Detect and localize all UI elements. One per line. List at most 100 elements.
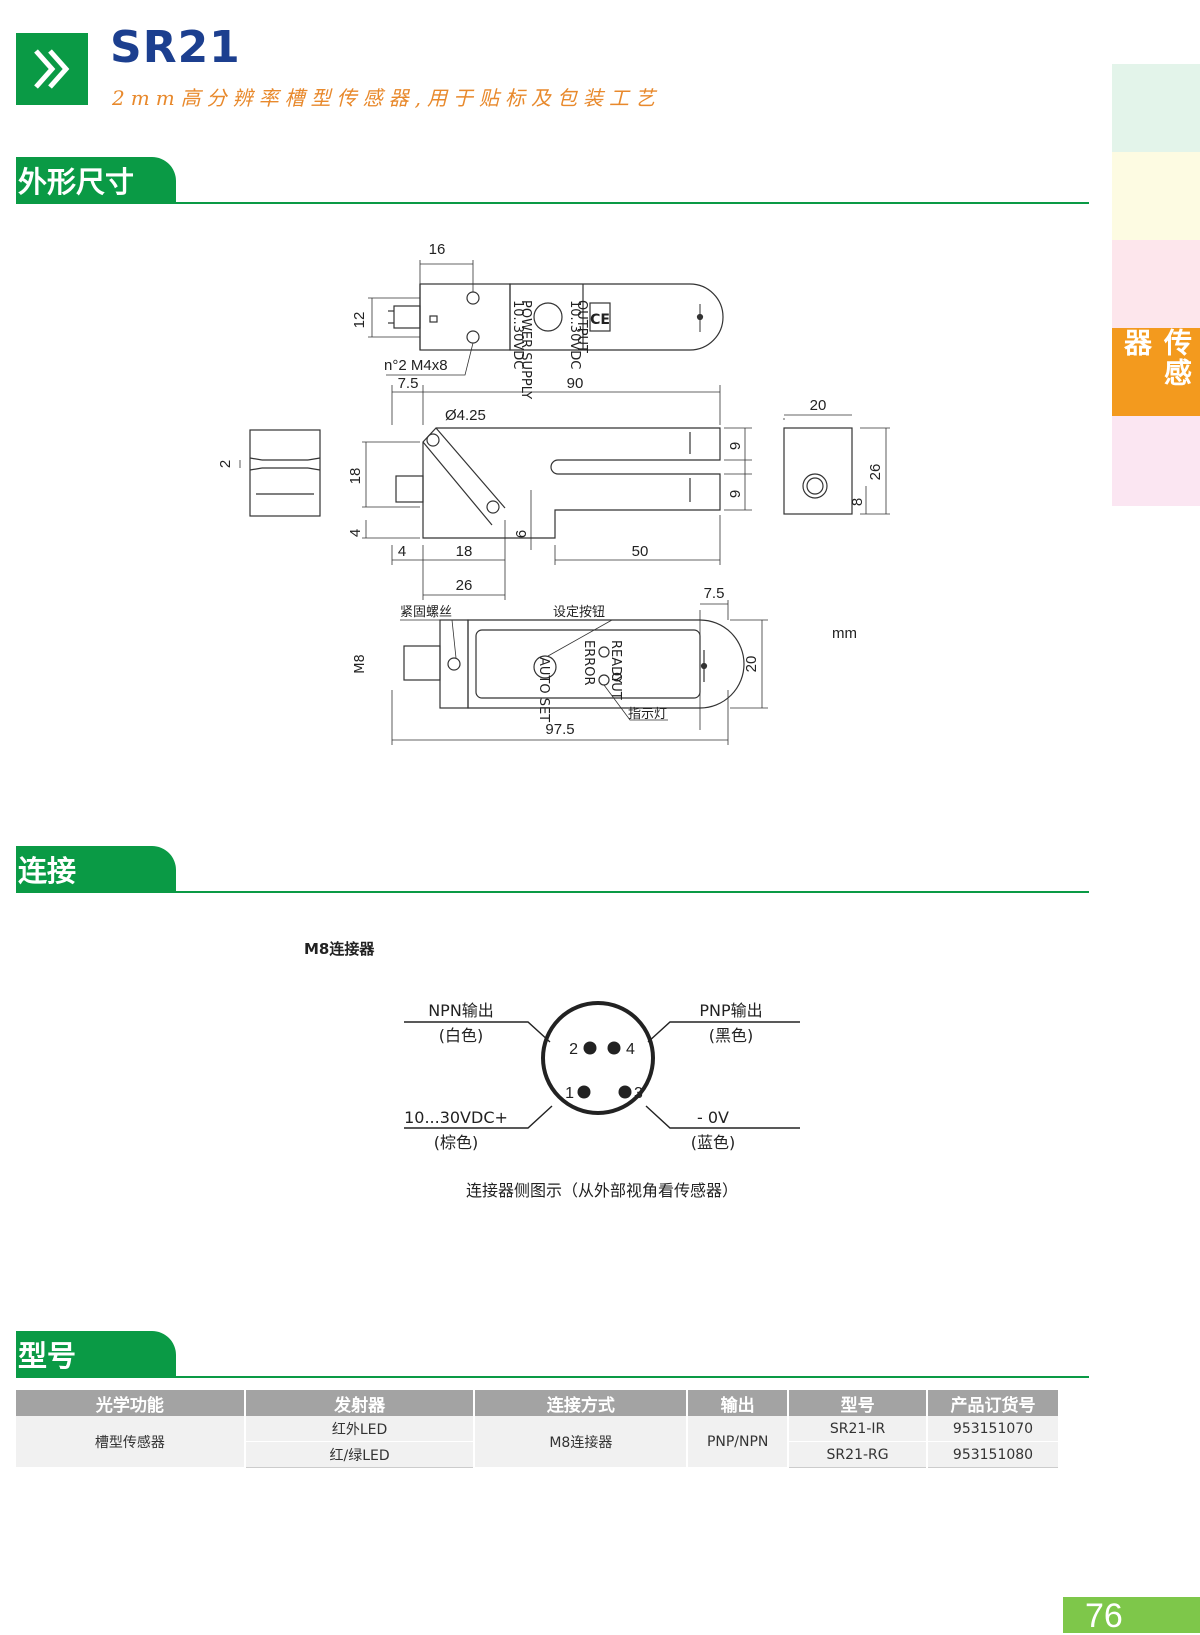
dim-97-5: 97.5 — [545, 721, 574, 738]
section-divider — [16, 1376, 1089, 1378]
side-view — [783, 427, 853, 515]
pin-4-dot — [607, 1041, 621, 1055]
connector-outline — [541, 1001, 655, 1115]
cell-model: SR21-IR — [788, 1416, 929, 1442]
section-models-title: 型号 — [18, 1339, 77, 1373]
dim-90: 90 — [567, 375, 584, 392]
unit-label: mm — [832, 625, 857, 642]
bottom-view-head — [439, 619, 469, 709]
dim-12: 12 — [351, 312, 368, 329]
label-button: 设定按钮 — [553, 605, 605, 620]
section-divider — [16, 891, 1089, 893]
side-view-connector — [802, 473, 828, 499]
double-chevron-icon — [34, 49, 70, 89]
dim-side-8: 8 — [849, 498, 866, 506]
dim-26: 26 — [456, 577, 473, 594]
side-tab-5[interactable] — [1112, 416, 1200, 506]
dim-thread: n°2 M4x8 — [384, 357, 448, 374]
dim-18h: 18 — [456, 543, 473, 560]
page-title: SR21 — [110, 22, 241, 73]
table-row: 红/绿LED SR21-RG 953151080 — [16, 1441, 1060, 1468]
dim-side-20: 20 — [810, 397, 827, 414]
pin-1-label: 1 — [565, 1085, 574, 1102]
dim-50: 50 — [632, 543, 649, 560]
zero-wire-color: (蓝色) — [691, 1133, 736, 1152]
dim-4h: 4 — [398, 543, 406, 560]
pnp-wire-color: (黑色) — [709, 1026, 754, 1045]
led-out — [598, 674, 610, 686]
label-m8: M8 — [353, 654, 368, 674]
col-header: 输出 — [687, 1390, 790, 1416]
label-ready: READY — [608, 640, 623, 683]
page-subtitle: 2mm高分辨率槽型传感器,用于贴标及包装工艺 — [112, 86, 662, 110]
top-view-body — [419, 283, 511, 351]
side-tab-2[interactable] — [1112, 152, 1200, 240]
front-view-connector — [395, 475, 424, 503]
section-dimensions-title: 外形尺寸 — [18, 165, 135, 199]
side-tab-1[interactable] — [1112, 64, 1200, 152]
col-header: 连接方式 — [474, 1390, 689, 1416]
pnp-output-label: PNP输出 — [699, 1001, 762, 1020]
pin-2-dot — [583, 1041, 597, 1055]
pin-3-dot — [618, 1085, 632, 1099]
col-header: 光学功能 — [16, 1390, 246, 1416]
dim-2: 2 — [217, 460, 234, 468]
label-out: OUT — [608, 672, 623, 700]
dim-hole: Ø4.25 — [445, 407, 486, 424]
label-output: OUTPUT — [574, 300, 589, 353]
dim-6: 6 — [513, 530, 530, 538]
col-header: 型号 — [788, 1390, 929, 1416]
table-row: 槽型传感器 红外LED M8连接器 PNP/NPN SR21-IR 953151… — [16, 1416, 1060, 1468]
front-view-upper-arm — [422, 427, 721, 462]
label-led: 指示灯 — [628, 707, 667, 722]
zero-volt-label: - 0V — [697, 1108, 729, 1127]
section-divider — [16, 202, 1089, 204]
screw-icon — [447, 657, 461, 671]
top-connector-face — [533, 302, 563, 332]
connector-diagram: M8连接器 2 4 1 3 NPN输出 (白色) PNP输出 (黑色) 10..… — [304, 940, 800, 1200]
dim-18v: 18 — [347, 468, 364, 485]
section-connection-tab: 连接 — [16, 846, 176, 892]
connector-title: M8连接器 — [304, 940, 375, 958]
dim-4v: 4 — [347, 529, 364, 537]
col-header: 发射器 — [244, 1390, 476, 1416]
npn-output-label: NPN输出 — [428, 1001, 494, 1020]
pin-4-label: 4 — [626, 1041, 635, 1058]
table-header-row: 光学功能 发射器 连接方式 输出 型号 产品订货号 — [16, 1390, 1060, 1416]
cell-emitter: 红/绿LED — [244, 1441, 476, 1468]
connector-caption: 连接器侧图示（从外部视角看传感器） — [466, 1181, 738, 1200]
dim-7-5: 7.5 — [398, 375, 419, 392]
auto-set-button — [533, 655, 557, 679]
label-screw: 紧固螺丝 — [400, 605, 452, 620]
label-power-supply: POWER SUPPLY — [518, 300, 533, 399]
side-tab-sensors-label: 传感器 — [1120, 328, 1193, 388]
end-view — [249, 429, 321, 517]
brand-logo — [16, 33, 88, 105]
label-error: ERROR — [581, 640, 596, 686]
label-auto-set: AUTO SET — [536, 657, 551, 722]
page-number: 76 — [1063, 1597, 1200, 1635]
side-tab-3[interactable] — [1112, 240, 1200, 328]
section-connection-title: 连接 — [18, 854, 77, 888]
led-ready — [598, 646, 610, 658]
dim-16: 16 — [429, 241, 446, 258]
front-hole-1 — [426, 433, 440, 447]
dim-bottom-20: 20 — [743, 656, 760, 673]
dim-9a: 9 — [727, 442, 744, 450]
cell-order-no: 953151080 — [927, 1441, 1060, 1468]
cell-output: PNP/NPN — [687, 1416, 790, 1468]
power-label: 10...30VDC+ — [404, 1108, 508, 1127]
front-hole-2 — [486, 500, 500, 514]
cell-order-no: 953151070 — [927, 1416, 1060, 1442]
top-hole-2 — [466, 330, 480, 344]
side-tab-sensors[interactable]: 传感器 — [1112, 328, 1200, 416]
bottom-view-connector — [403, 645, 441, 681]
ce-mark: CE — [590, 312, 610, 328]
dimension-drawing: 16 12 n°2 M4x8 POWER SUPPLY 10..30VDC OU… — [217, 241, 890, 745]
cell-model: SR21-RG — [788, 1441, 929, 1468]
pin-2-label: 2 — [569, 1041, 578, 1058]
pin-3-label: 3 — [634, 1085, 643, 1102]
col-header: 产品订货号 — [927, 1390, 1060, 1416]
dim-9b: 9 — [727, 490, 744, 498]
power-wire-color: (棕色) — [434, 1133, 479, 1152]
